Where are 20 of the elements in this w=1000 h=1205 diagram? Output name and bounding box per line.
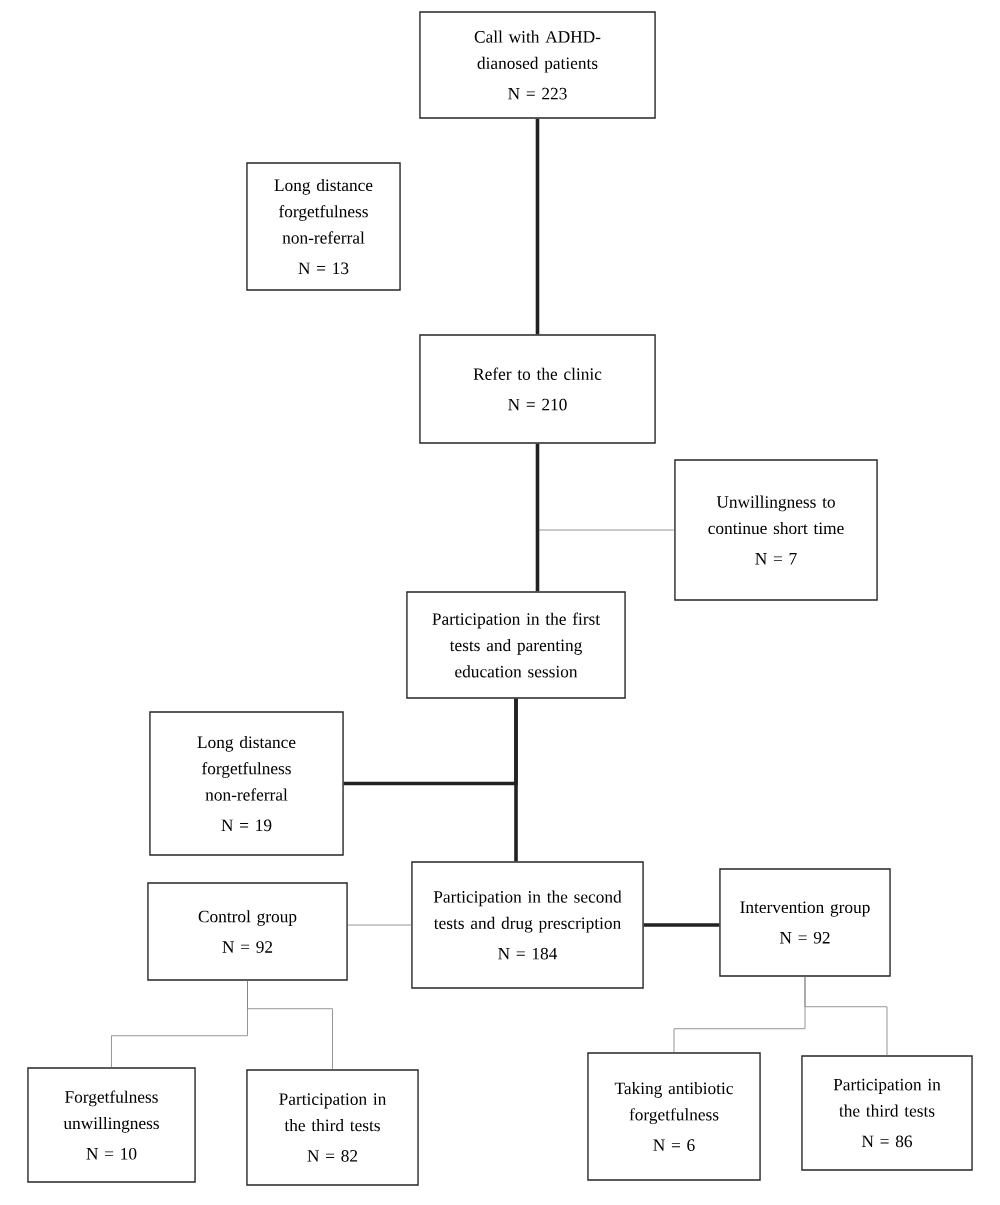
connector-line xyxy=(347,924,412,926)
connector-line xyxy=(535,443,540,592)
flow-box: Participation in the first tests and parenting education session xyxy=(406,591,626,699)
connector-line xyxy=(643,923,720,927)
flow-box: Refer to the clinic N = 210 xyxy=(419,334,656,444)
flow-box: Taking antibiotic forgetfulness N = 6 xyxy=(587,1052,761,1181)
flow-box: Participation in the second tests and drug prescription N = 184 xyxy=(411,861,644,989)
flow-box: Unwillingness to continue short time N = 7 xyxy=(674,459,878,601)
connector-line xyxy=(535,118,540,335)
flow-box: Long distance forgetfulness non-referral N = 13 xyxy=(246,162,401,291)
connector-line xyxy=(514,698,518,862)
connector-line xyxy=(247,980,333,1070)
flow-box: Forgetfulness unwillingness N = 10 xyxy=(27,1067,196,1183)
flow-box: Intervention group N = 92 xyxy=(719,868,891,977)
flow-box: Long distance forgetfulness non-referral N = 19 xyxy=(149,711,344,856)
flow-box: Call with ADHD-dianosed patients N = 223 xyxy=(419,11,656,119)
flow-box: Participation in the third tests N = 82 xyxy=(246,1069,419,1186)
flow-box: Control group N = 92 xyxy=(147,882,348,981)
flow-box: Participation in the third tests N = 86 xyxy=(801,1055,973,1171)
connector-line xyxy=(804,976,888,1056)
